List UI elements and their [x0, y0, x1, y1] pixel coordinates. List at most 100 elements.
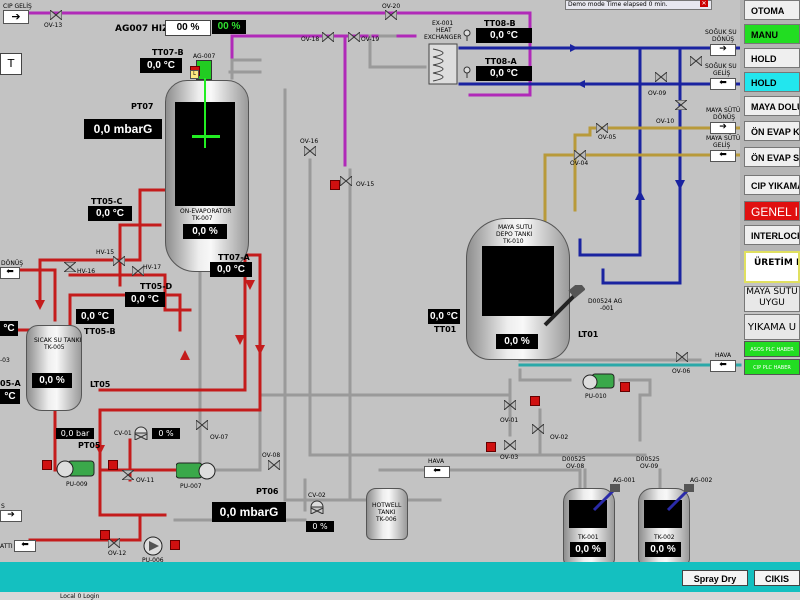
alarm-flag — [330, 180, 340, 190]
valve-icon[interactable] — [347, 30, 361, 44]
valve-icon[interactable] — [120, 469, 136, 481]
tk010-label: TK-010 — [503, 238, 524, 245]
onevap-level-display: 0,0 % — [183, 224, 227, 239]
atti-label: ATTI — [0, 543, 13, 550]
uretim-durum-panel: ÜRETİM DU — [744, 251, 800, 283]
valve-icon[interactable] — [62, 261, 78, 273]
valve-icon[interactable] — [675, 350, 689, 364]
ag007-hiz-label: AG007 HIZ — [115, 24, 169, 34]
valve-icon[interactable] — [503, 438, 517, 452]
valve-icon[interactable] — [131, 264, 145, 278]
hold-button[interactable]: HOLD — [744, 48, 800, 68]
valve-icon[interactable] — [573, 148, 587, 162]
yikama-panel: YIKAMA U — [744, 314, 800, 340]
valve-icon[interactable] — [339, 174, 353, 188]
valve-icon[interactable] — [49, 8, 63, 22]
tk005-id-label: TK-005 — [44, 344, 65, 351]
otomatik-button[interactable]: OTOMA — [744, 0, 800, 20]
genel-alarm-button[interactable]: GENEL I — [744, 201, 800, 221]
demo-banner-text: Demo mode Time elapsed 0 min. — [568, 1, 668, 8]
pump-icon[interactable] — [56, 458, 96, 480]
hold-active-button[interactable]: HOLD — [744, 72, 800, 92]
maya-depo-label: MAYA SUTU — [498, 224, 533, 231]
hv16-label: HV-16 — [77, 268, 96, 275]
uretim-text: ÜRETİM DU — [754, 258, 798, 268]
tt05a-display: °C — [0, 389, 20, 404]
ag007-speed-input[interactable]: 00 % — [165, 20, 211, 36]
maya-dolum-button[interactable]: MAYA DOLUM — [744, 96, 800, 116]
heat-exchanger-icon[interactable] — [428, 43, 458, 85]
ov13-label: OV-13 — [44, 22, 63, 29]
lt01-label: LT01 — [578, 330, 599, 339]
sensor-icon — [462, 29, 472, 41]
left-temp-display: °C — [0, 321, 18, 336]
close-icon[interactable]: ✕ — [700, 0, 708, 7]
tk001-label: TK-001 — [578, 534, 599, 541]
control-valve-icon[interactable] — [310, 500, 324, 515]
manuel-button[interactable]: MANU — [744, 24, 800, 44]
on-evap-set-button[interactable]: ÖN EVAP SET — [744, 147, 800, 167]
valve-icon[interactable] — [531, 422, 545, 436]
valve-icon[interactable] — [654, 70, 668, 84]
tt08a-display: 0,0 °C — [476, 66, 532, 81]
valve-icon[interactable] — [595, 121, 609, 135]
tt08a-label: TT08-A — [485, 57, 517, 66]
tk002-level-display: 0,0 % — [645, 542, 681, 557]
process-pipes — [173, 34, 702, 522]
alarm-flag — [170, 540, 180, 550]
tt07b-display: 0,0 °C — [140, 58, 182, 73]
hot-water-tank[interactable] — [26, 325, 82, 411]
cikis-button[interactable]: CIKIS — [754, 570, 800, 586]
cip-plc-status: CIP PLC HABER — [744, 359, 800, 375]
agitator-icon[interactable] — [540, 281, 586, 330]
hotwell-tank[interactable] — [366, 488, 408, 540]
valve-icon[interactable] — [503, 398, 517, 412]
valve-icon[interactable] — [321, 30, 335, 44]
tt05c-label: TT05-C — [91, 197, 123, 206]
tk010-level-display: 0,0 % — [496, 334, 538, 349]
ag001-label: AG-001 — [613, 477, 636, 484]
agitator-icon[interactable] — [664, 484, 694, 514]
pump-icon[interactable] — [142, 535, 164, 557]
alarm-flag — [486, 442, 496, 452]
ov18-label: OV-18 — [301, 36, 320, 43]
valve-icon[interactable] — [195, 418, 209, 432]
on-evap-k-button[interactable]: ÖN EVAP K — [744, 121, 800, 141]
agitator-icon[interactable] — [590, 484, 620, 514]
left-03-label: -03 — [0, 357, 10, 364]
tt05b-display: 0,0 °C — [76, 309, 114, 324]
ov01-label: OV-01 — [500, 417, 519, 424]
valve-icon[interactable] — [689, 54, 703, 68]
ov20-label: OV-20 — [382, 3, 401, 10]
valve-icon[interactable] — [112, 254, 126, 268]
pump-icon[interactable] — [582, 372, 616, 392]
valve-icon[interactable] — [673, 99, 689, 111]
valve-icon[interactable] — [384, 8, 398, 22]
soguk-su-gelis-label: SOĞUK SU — [705, 63, 737, 70]
cv02-label: CV-02 — [308, 492, 326, 499]
tt07a-label: TT07-A — [218, 253, 250, 262]
control-valve-icon[interactable] — [134, 426, 148, 441]
interlock-button[interactable]: INTERLOCK — [744, 225, 800, 245]
pump-icon[interactable] — [175, 460, 216, 482]
tt07a-display: 0,0 °C — [210, 262, 252, 277]
bottom-bar — [0, 562, 800, 592]
ov08-label: OV-08 — [262, 452, 281, 459]
pu007-label: PU-007 — [180, 483, 202, 490]
hava-label-2: HAVA — [428, 458, 445, 465]
tt08b-display: 0,0 °C — [476, 28, 532, 43]
maya-gelis-label-2: GELİŞ — [713, 142, 731, 149]
tt01-label: TT01 — [434, 325, 457, 334]
valve-icon[interactable] — [267, 458, 281, 472]
hava-label: HAVA — [715, 352, 732, 359]
arrow-right-icon: ➔ — [0, 510, 22, 522]
ov12-label: OV-12 — [108, 550, 127, 557]
gelis-label: GELİŞ — [713, 70, 731, 77]
pt07-display: 0,0 mbarG — [84, 119, 162, 139]
valve-icon[interactable] — [303, 144, 317, 158]
ov05-label: OV-05 — [598, 134, 617, 141]
cip-yikama-button[interactable]: CIP YIKAMA — [744, 175, 800, 195]
alarm-flag — [530, 396, 540, 406]
spray-dry-button[interactable]: Spray Dry — [682, 570, 748, 586]
